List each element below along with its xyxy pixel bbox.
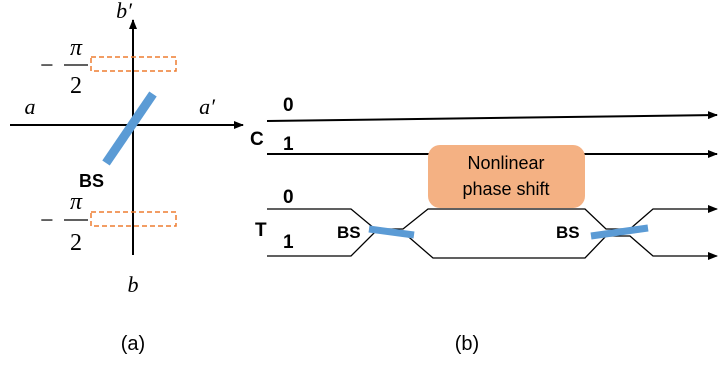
target-path-lower [267, 231, 718, 260]
label-b-out: b′ [116, 0, 133, 23]
control-mode-0-label: 0 [283, 95, 294, 116]
caption-a: (a) [121, 333, 145, 355]
phase-bottom-sign: − [40, 208, 54, 234]
phase-top-denominator: 2 [70, 73, 82, 99]
phase-top-sign: − [40, 53, 54, 79]
bs-label-b-right: BS [556, 223, 580, 242]
target-mode-0-label: 0 [283, 187, 294, 208]
control-mode-0-line [266, 111, 718, 122]
bs-label-b-left: BS [337, 223, 361, 242]
panel-a: a a′ b′ b BS − π 2 − π 2 (a) [10, 0, 244, 355]
phase-bottom-denominator: 2 [70, 230, 82, 256]
phase-box-top [90, 56, 177, 72]
target-label: T [255, 220, 267, 241]
phase-box-bottom [90, 211, 177, 227]
panel-b: Nonlinear phase shift C 0 1 T 0 1 BS BS … [250, 95, 718, 355]
beamsplitter-b-right [590, 224, 649, 240]
control-mode-1-label: 1 [283, 134, 294, 155]
nonlinear-line-1: Nonlinear [467, 153, 544, 173]
nonlinear-phase-box [428, 145, 585, 208]
phase-top-numerator: π [70, 35, 83, 61]
label-a-in: a [25, 94, 36, 119]
target-mode-1-label: 1 [283, 232, 294, 253]
label-b-in: b [128, 272, 139, 297]
caption-b: (b) [455, 333, 479, 355]
nonlinear-line-2: phase shift [462, 179, 549, 199]
beamsplitter-b-left [368, 225, 415, 239]
target-path-upper [267, 205, 718, 230]
bs-label-a: BS [79, 171, 104, 191]
label-a-out: a′ [199, 94, 216, 119]
phase-bottom: − π 2 [40, 189, 88, 256]
control-label: C [250, 129, 264, 150]
beamsplitter-a [102, 91, 157, 166]
phase-bottom-numerator: π [70, 189, 83, 215]
phase-top: − π 2 [40, 35, 88, 99]
